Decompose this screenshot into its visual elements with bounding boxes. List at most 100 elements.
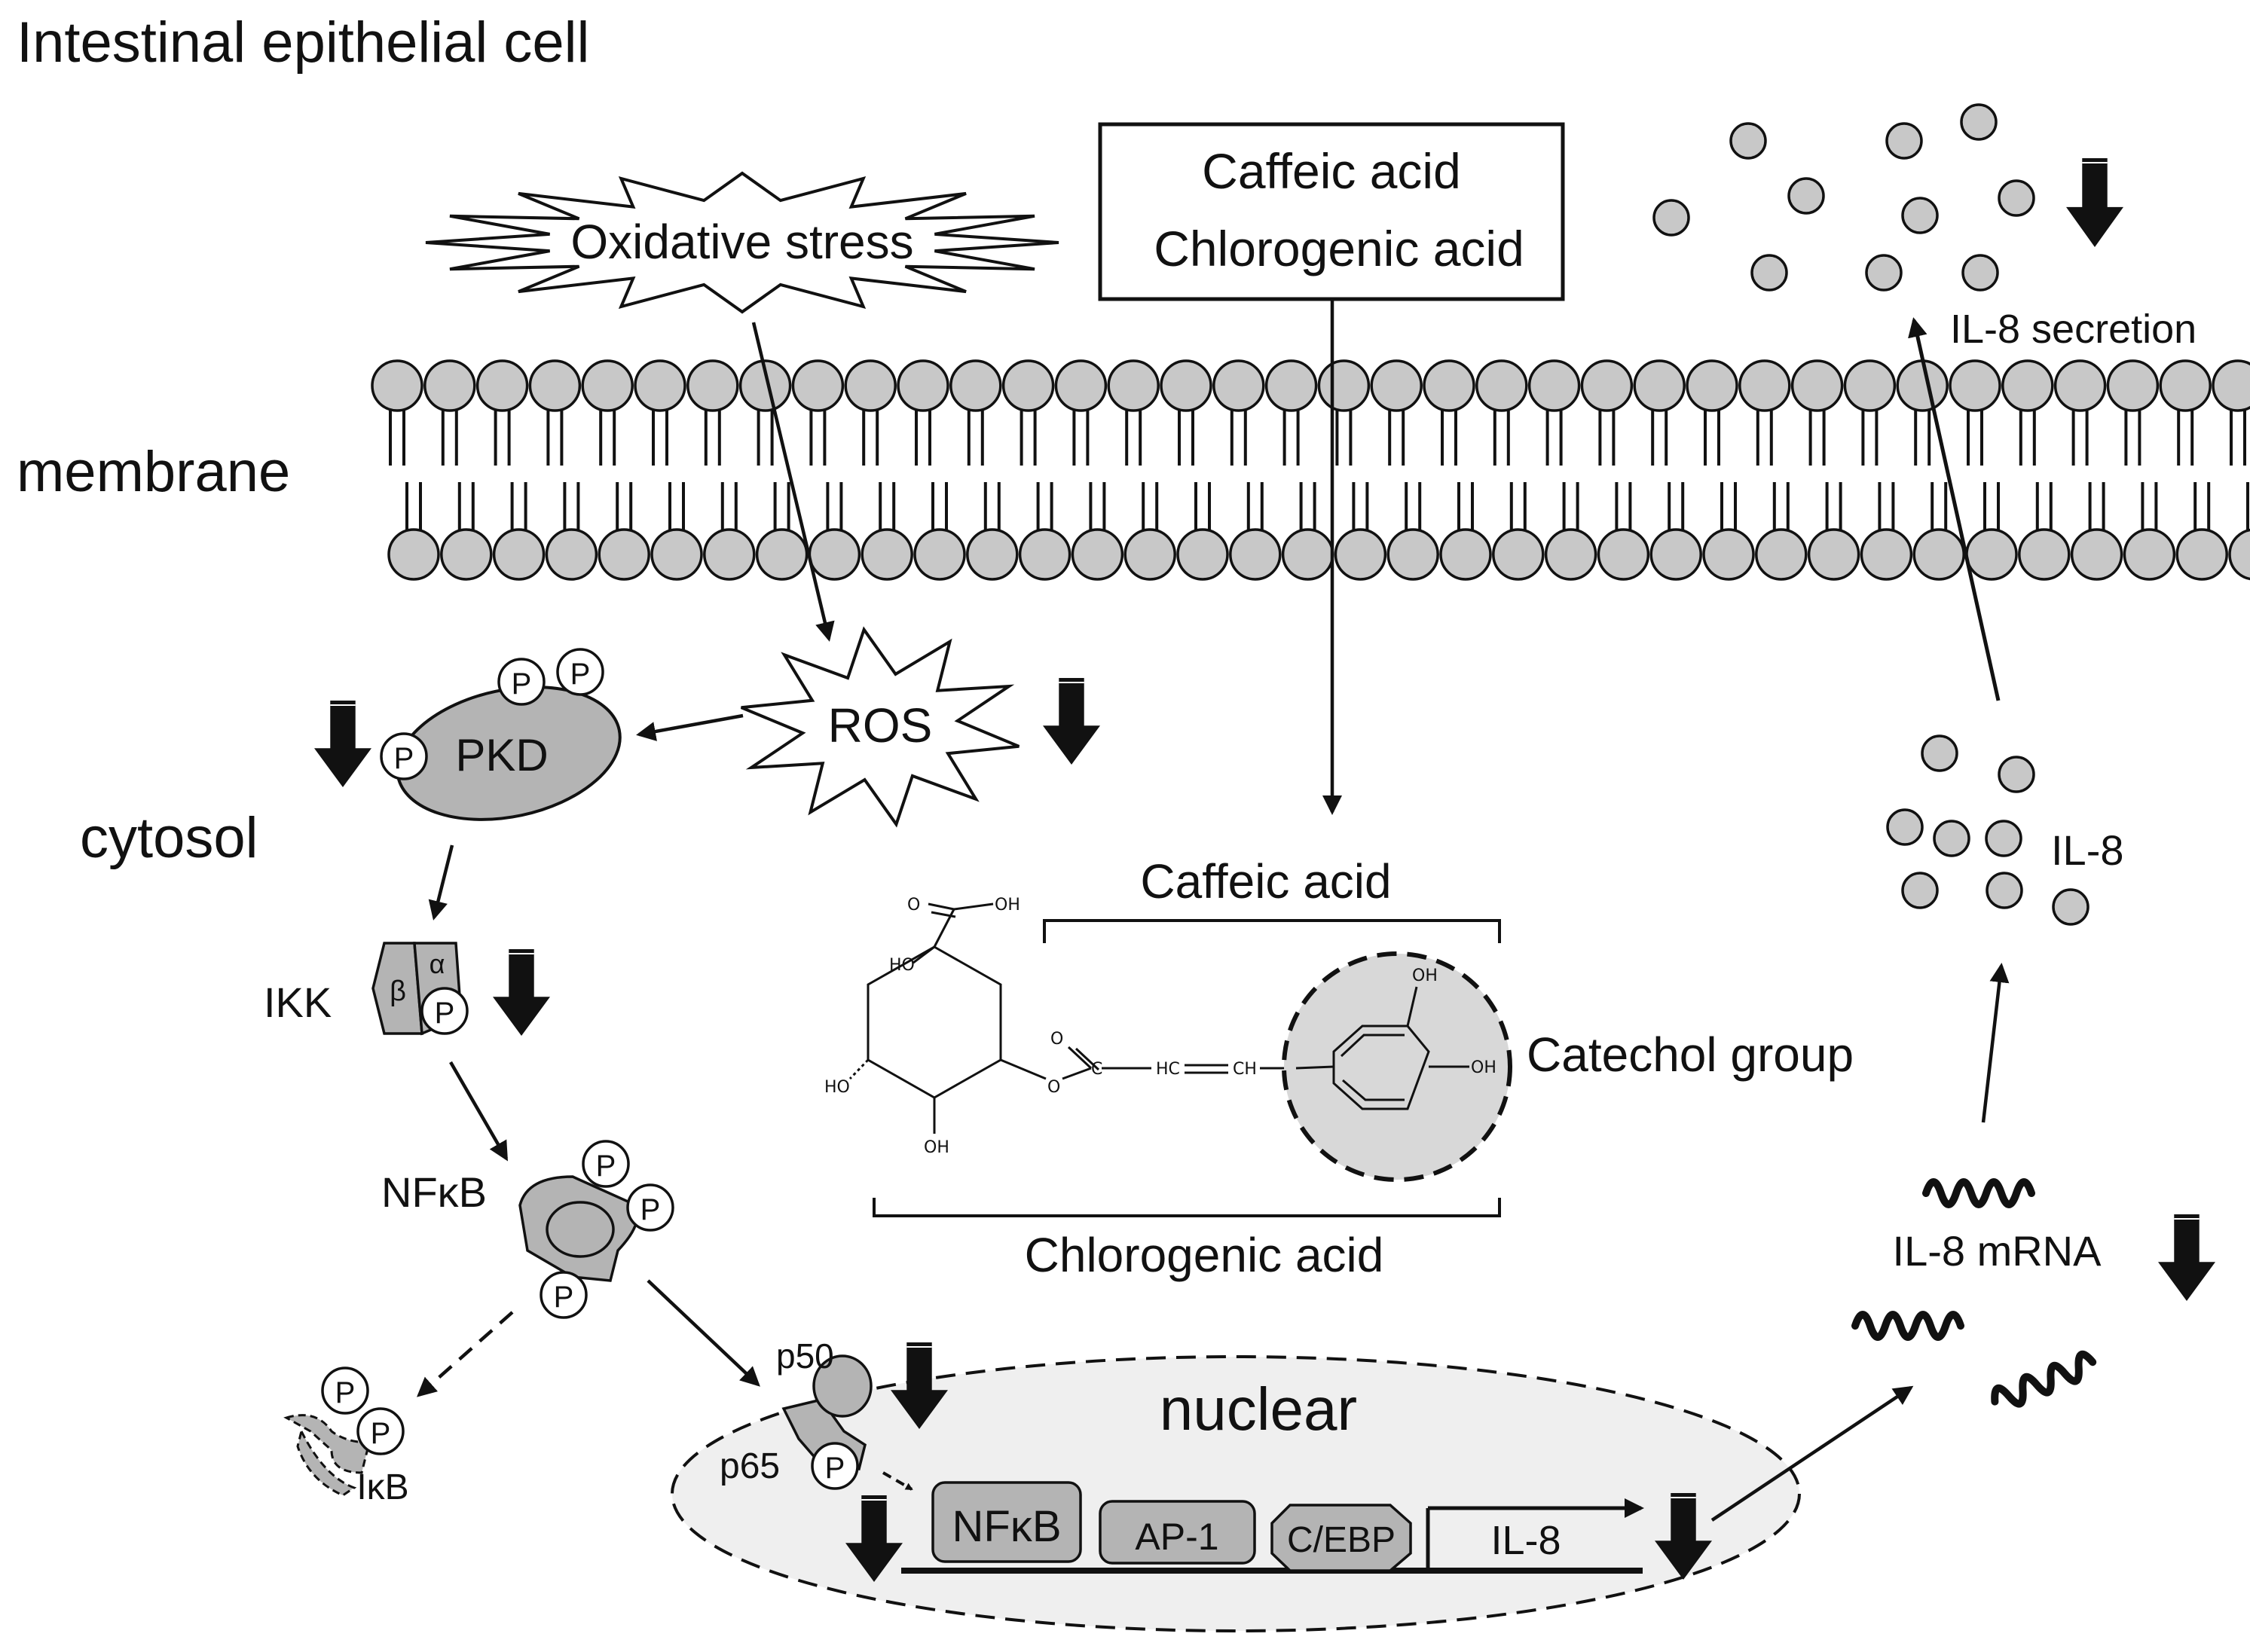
decrease-arrow <box>1655 1493 1712 1580</box>
lipid-head <box>387 528 440 581</box>
lipid-head <box>897 359 949 412</box>
lipid-head <box>371 359 423 412</box>
lipid-head <box>1860 528 1913 581</box>
decrease-arrow <box>493 949 550 1036</box>
lipid-head <box>738 359 792 412</box>
structure-atom-oh: OH <box>924 1138 949 1157</box>
lipid-head <box>1738 359 1791 412</box>
lipid-head <box>1212 359 1265 412</box>
structure-atom-c: C <box>1091 1060 1102 1079</box>
lipid-head <box>1492 528 1545 581</box>
lipid-head <box>581 359 634 412</box>
ikk-beta-label: β <box>390 976 406 1007</box>
structure-atom-ho: HO <box>824 1078 850 1097</box>
ikb-label: IκB <box>356 1467 408 1507</box>
decrease-arrow <box>2066 158 2123 247</box>
lipid-head <box>1912 528 1965 581</box>
structure-atom-oh: OH <box>1471 1058 1496 1077</box>
lipid-head <box>1843 359 1897 412</box>
stress-to-ros-arrow <box>751 322 835 642</box>
il8-secreted-dot <box>1960 103 1998 141</box>
lipid-head <box>1370 359 1423 412</box>
compounds-box: Caffeic acid Chlorogenic acid <box>1098 122 1565 301</box>
lipid-head <box>2001 359 2054 412</box>
lipid-head <box>440 528 493 581</box>
lipid-head <box>2228 528 2250 581</box>
nuclear-label: nuclear <box>1160 1376 1357 1443</box>
il8-secreted-dot <box>1787 177 1825 215</box>
il8-protein-dot <box>1886 808 1924 846</box>
caffeic-acid-label: Caffeic acid <box>1140 854 1391 908</box>
lipid-head <box>2018 528 2071 581</box>
ikb-fragment <box>296 1428 357 1497</box>
quinic-acid-ring <box>867 945 1002 1099</box>
lipid-head <box>686 359 739 412</box>
phospho-circle: P <box>626 1183 674 1232</box>
structure-atom-oh: OH <box>1412 966 1438 985</box>
ikk-beta-subunit <box>371 942 423 1035</box>
pkd-complex: PKD P P P <box>380 648 622 821</box>
il8-secreted-dot <box>1865 254 1903 292</box>
lipid-head <box>1949 359 2001 412</box>
svg-text:P: P <box>825 1452 845 1485</box>
svg-text:P: P <box>435 997 455 1030</box>
il8-secreted-dot <box>1961 254 1999 292</box>
structure-atom-o: O <box>907 896 920 915</box>
structure-atom-ho: HO <box>889 956 915 975</box>
lipid-head <box>2175 528 2228 581</box>
lipid-head <box>844 359 897 412</box>
lipid-head <box>2070 528 2123 581</box>
oxidative-stress-burst: Oxidative stress <box>425 171 1059 314</box>
il8-secreted-dot <box>1750 254 1788 292</box>
mrna-squiggle <box>1922 1178 2035 1208</box>
membrane-label: membrane <box>17 440 290 504</box>
pkd-to-ikk-arrow <box>428 844 454 921</box>
lipid-head <box>791 359 845 412</box>
lipid-head <box>1475 359 1528 412</box>
decrease-arrow <box>845 1495 903 1582</box>
phospho-circle: P <box>356 1407 405 1455</box>
oxidative-stress-label: Oxidative stress <box>570 215 913 269</box>
lipid-head <box>1965 528 2018 581</box>
p50-label: p50 <box>776 1336 834 1376</box>
decrease-arrow <box>891 1342 948 1429</box>
decrease-arrow <box>2158 1214 2215 1301</box>
il8-protein-dot <box>2052 888 2090 926</box>
il8-gene: IL-8 <box>1426 1498 1644 1571</box>
p65-binding-arrow <box>882 1471 913 1491</box>
lipid-head <box>650 528 703 581</box>
nfkb-binding-site: NFκB <box>931 1481 1082 1563</box>
lipid-head <box>703 528 756 581</box>
compounds-box-line1: Caffeic acid <box>1202 143 1461 199</box>
lipid-head <box>1633 359 1686 412</box>
svg-text:P: P <box>371 1417 391 1450</box>
svg-text:P: P <box>554 1281 574 1314</box>
chlorogenic-acid-structure <box>848 902 1296 1134</box>
translation-arrow <box>1981 963 2010 1123</box>
transcription-arrow <box>1710 1385 1914 1522</box>
structure-atom-oh: OH <box>995 896 1020 915</box>
lipid-head <box>1544 528 1597 581</box>
structure-atom-ch: CH <box>1233 1060 1257 1079</box>
lipid-head <box>492 528 546 581</box>
diagram-title: Intestinal epithelial cell <box>17 11 589 75</box>
decrease-arrow <box>314 701 371 787</box>
lipid-head <box>1123 528 1176 581</box>
mrna-squiggle <box>1851 1311 1964 1341</box>
ikb-fragment <box>283 1414 371 1474</box>
caffeic-acid-bracket <box>1043 919 1501 943</box>
il8-secreted-dot <box>1998 179 2035 217</box>
phospho-circle: P <box>420 987 469 1035</box>
nfkb-site-label: NFκB <box>952 1502 1062 1551</box>
svg-text:P: P <box>596 1150 616 1183</box>
lipid-head <box>1386 528 1439 581</box>
lipid-head <box>966 528 1019 581</box>
phospho-circle: P <box>497 658 546 706</box>
lipid-head <box>2212 359 2250 412</box>
il8-protein-dot <box>1901 872 1939 909</box>
lipid-head <box>1649 528 1702 581</box>
lipid-head <box>1702 528 1755 581</box>
ros-label: ROS <box>828 698 933 753</box>
lipid-head <box>1107 359 1160 412</box>
